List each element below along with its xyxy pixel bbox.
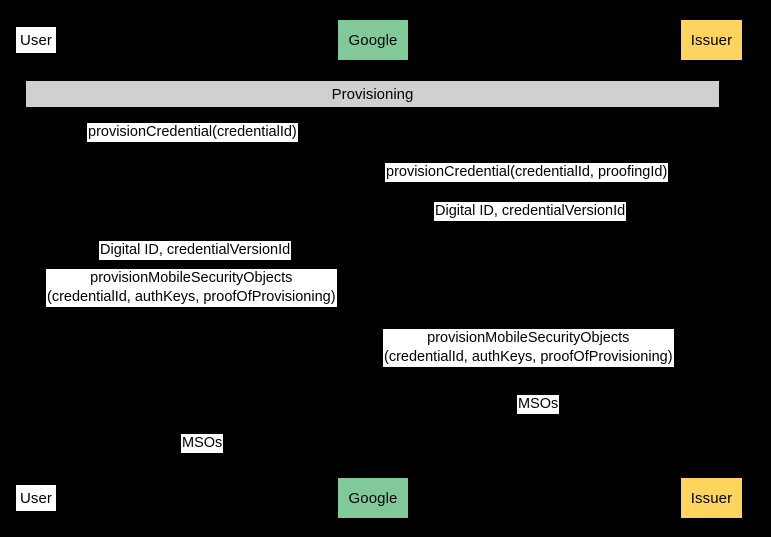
message-line: MSOs xyxy=(182,435,223,451)
lifeline-google xyxy=(373,60,374,478)
actor-box-issuer-top[interactable]: Issuer xyxy=(681,20,742,60)
message-line: provisionCredential(credentialId) xyxy=(88,124,297,140)
message-label-7: MSOs xyxy=(517,395,560,415)
arrow-message-6 xyxy=(373,369,711,370)
fragment-label: Provisioning xyxy=(331,85,414,103)
actor-box-google-top[interactable]: Google xyxy=(338,20,408,60)
fragment-bar-provisioning: Provisioning xyxy=(26,81,719,107)
message-line: Digital ID, credentialVersionId xyxy=(435,203,626,219)
message-label-1: provisionCredential(credentialId) xyxy=(87,123,298,143)
arrow-message-2 xyxy=(373,186,711,187)
actor-label-issuer-bottom: Issuer xyxy=(690,489,733,507)
message-line: provisionMobileSecurityObjects xyxy=(427,330,630,346)
message-label-4: Digital ID, credentialVersionId xyxy=(99,241,292,261)
actor-label-issuer-top: Issuer xyxy=(690,31,733,49)
actor-label-google-bottom: Google xyxy=(348,489,398,507)
message-line: (credentialId, authKeys, proofOfProvisio… xyxy=(384,349,673,366)
message-label-2: provisionCredential(credentialId, proofi… xyxy=(385,163,669,183)
message-label-3: Digital ID, credentialVersionId xyxy=(434,202,627,222)
message-label-6: provisionMobileSecurityObjects (credenti… xyxy=(383,329,674,368)
message-label-5: provisionMobileSecurityObjects (credenti… xyxy=(46,269,337,308)
lifeline-issuer xyxy=(711,60,712,478)
arrow-message-8 xyxy=(35,458,373,459)
message-line: Digital ID, credentialVersionId xyxy=(100,242,291,258)
lifeline-user xyxy=(35,60,36,478)
actor-box-user-top[interactable]: User xyxy=(16,27,56,53)
message-line: provisionCredential(credentialId, proofi… xyxy=(386,164,668,180)
arrow-message-3 xyxy=(373,226,711,227)
message-line: provisionMobileSecurityObjects xyxy=(90,270,293,286)
arrow-message-4 xyxy=(35,263,373,264)
actor-label-user-top: User xyxy=(19,31,53,49)
actor-box-google-bottom[interactable]: Google xyxy=(338,478,408,518)
arrow-message-5 xyxy=(35,310,373,311)
message-line: (credentialId, authKeys, proofOfProvisio… xyxy=(47,289,336,306)
actor-label-google-top: Google xyxy=(348,31,398,49)
message-line: MSOs xyxy=(518,396,559,412)
actor-label-user-bottom: User xyxy=(19,489,53,507)
message-label-8: MSOs xyxy=(181,434,224,454)
arrow-message-1 xyxy=(35,146,373,147)
arrow-message-7 xyxy=(373,419,711,420)
actor-box-issuer-bottom[interactable]: Issuer xyxy=(681,478,742,518)
actor-box-user-bottom[interactable]: User xyxy=(16,485,56,511)
